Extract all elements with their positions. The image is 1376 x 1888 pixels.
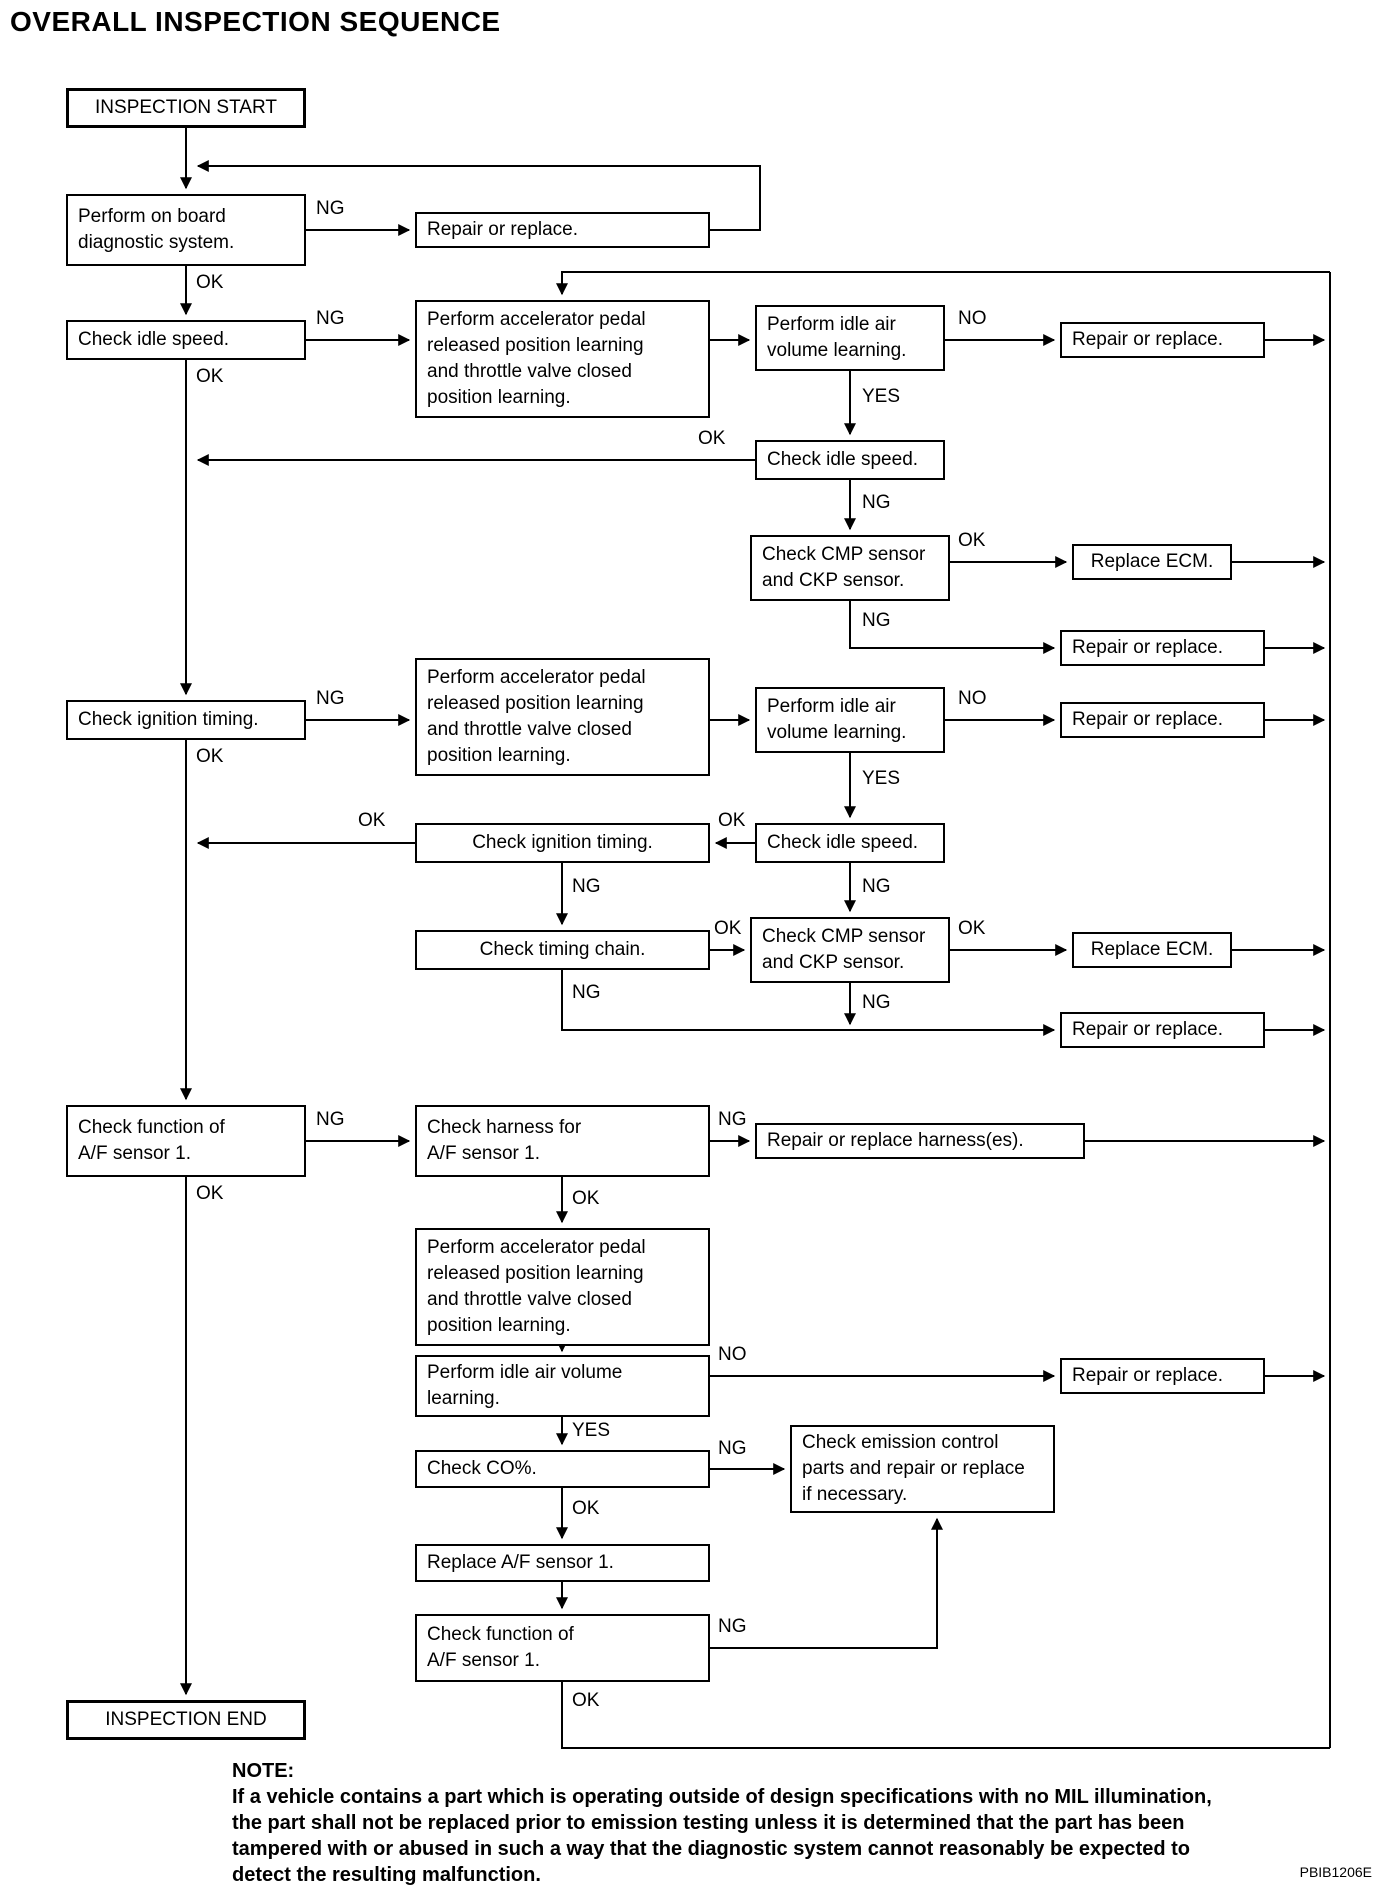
edge-label-ng-afleft: NG: [316, 1109, 345, 1130]
edge-aff2-ng: [710, 1517, 943, 1649]
edge-label-yes-iavl1: YES: [862, 386, 901, 407]
node-accel-pedal-learning-1: Perform accelerator pedal released posit…: [415, 300, 710, 418]
edge-label-ok-ignm: OK: [358, 810, 386, 831]
node-repair-or-replace-6: Repair or replace.: [1060, 1358, 1265, 1394]
node-idle-air-volume-learning-3: Perform idle air volume learning.: [415, 1355, 710, 1417]
node-accel-pedal-learning-3: Perform accelerator pedal released posit…: [415, 1228, 710, 1346]
edge-aff2-ok-bottom: [561, 1682, 1330, 1749]
note-line-3: tampered with or abused in such a way th…: [232, 1838, 1191, 1860]
edge-label-ng-co: NG: [718, 1438, 747, 1459]
edge-label-ok-idlem2: OK: [718, 810, 746, 831]
node-check-co: Check CO%.: [415, 1450, 710, 1488]
node-repair-or-replace-5: Repair or replace.: [1060, 1012, 1265, 1048]
node-idle-air-volume-learning-2: Perform idle air volume learning.: [755, 687, 945, 753]
edge-label-ng-idlem1: NG: [862, 492, 891, 513]
node-repair-or-replace-3: Repair or replace.: [1060, 630, 1265, 666]
node-check-ignition-timing-2: Check ignition timing.: [415, 823, 710, 863]
edge-label-no-iavl1: NO: [958, 308, 987, 329]
node-check-af-function-2: Check function of A/F sensor 1.: [415, 1614, 710, 1682]
node-repair-or-replace-1: Repair or replace.: [415, 212, 710, 248]
node-repair-or-replace-4: Repair or replace.: [1060, 702, 1265, 738]
node-check-idle-speed-1: Check idle speed.: [66, 320, 306, 360]
edge-label-ng-obd: NG: [316, 198, 345, 219]
edge-label-ng-chain: NG: [572, 982, 601, 1003]
edge-rail-top-entry: [556, 271, 1330, 296]
edge-label-no-iavl3: NO: [718, 1344, 747, 1365]
node-check-idle-speed-2: Check idle speed.: [755, 440, 945, 480]
node-check-timing-chain: Check timing chain.: [415, 930, 710, 970]
node-repair-or-replace-2: Repair or replace.: [1060, 322, 1265, 358]
node-check-cmp-ckp-2: Check CMP sensor and CKP sensor.: [750, 917, 950, 983]
edge-label-ng-cmp1: NG: [862, 610, 891, 631]
edge-label-no-iavl2: NO: [958, 688, 987, 709]
node-check-emission-parts: Check emission control parts and repair …: [790, 1425, 1055, 1513]
edge-label-ok-aff2: OK: [572, 1690, 600, 1711]
edge-label-ok-cmp1: OK: [958, 530, 986, 551]
edge-label-ng-harness: NG: [718, 1109, 747, 1130]
node-replace-ecm-2: Replace ECM.: [1072, 932, 1232, 968]
edge-label-ng-idlem2: NG: [862, 876, 891, 897]
node-check-af-harness: Check harness for A/F sensor 1.: [415, 1105, 710, 1177]
edge-label-ok-co: OK: [572, 1498, 600, 1519]
edge-label-ok-chain: OK: [714, 918, 742, 939]
edge-label-ng-cmp2: NG: [862, 992, 891, 1013]
node-check-ignition-timing-1: Check ignition timing.: [66, 700, 306, 740]
node-check-af-function-1: Check function of A/F sensor 1.: [66, 1105, 306, 1177]
edge-label-ok-idle1: OK: [196, 366, 224, 387]
edge-label-ok-obd: OK: [196, 272, 224, 293]
node-inspection-start: INSPECTION START: [66, 88, 306, 128]
edge-cmp1-ng: [849, 601, 1056, 654]
node-accel-pedal-learning-2: Perform accelerator pedal released posit…: [415, 658, 710, 776]
note-heading: NOTE:: [232, 1760, 295, 1782]
note-line-2: the part shall not be replaced prior to …: [232, 1812, 1185, 1834]
node-repair-harness: Repair or replace harness(es).: [755, 1123, 1085, 1159]
edge-label-ok-cmp2: OK: [958, 918, 986, 939]
note-line-4: detect the resulting malfunction.: [232, 1864, 541, 1886]
node-idle-air-volume-learning-1: Perform idle air volume learning.: [755, 305, 945, 371]
node-inspection-end: INSPECTION END: [66, 1700, 306, 1740]
edge-label-ng-ignm: NG: [572, 876, 601, 897]
edge-label-ok-ign1: OK: [196, 746, 224, 767]
edge-label-yes-iavl2: YES: [862, 768, 901, 789]
edge-label-ok-afleft: OK: [196, 1183, 224, 1204]
edge-label-ng-aff2: NG: [718, 1616, 747, 1637]
edge-feedback-repair1: [196, 160, 761, 231]
node-replace-ecm-1: Replace ECM.: [1072, 544, 1232, 580]
node-check-cmp-ckp-1: Check CMP sensor and CKP sensor.: [750, 535, 950, 601]
edge-label-ng-ign1: NG: [316, 688, 345, 709]
node-check-idle-speed-3: Check idle speed.: [755, 823, 945, 863]
edge-chain-ng-merge: [561, 970, 1056, 1036]
node-replace-af-sensor: Replace A/F sensor 1.: [415, 1544, 710, 1582]
edge-label-ok-idlem1-return: OK: [698, 428, 726, 449]
note-line-1: If a vehicle contains a part which is op…: [232, 1786, 1212, 1808]
edge-label-ok-harness: OK: [572, 1188, 600, 1209]
edge-label-yes-iavl3: YES: [572, 1420, 611, 1441]
edge-label-ng-idle1: NG: [316, 308, 345, 329]
figure-code: PBIB1206E: [1299, 1864, 1372, 1880]
page-title: OVERALL INSPECTION SEQUENCE: [10, 6, 501, 37]
node-perform-obd-system: Perform on board diagnostic system.: [66, 194, 306, 266]
